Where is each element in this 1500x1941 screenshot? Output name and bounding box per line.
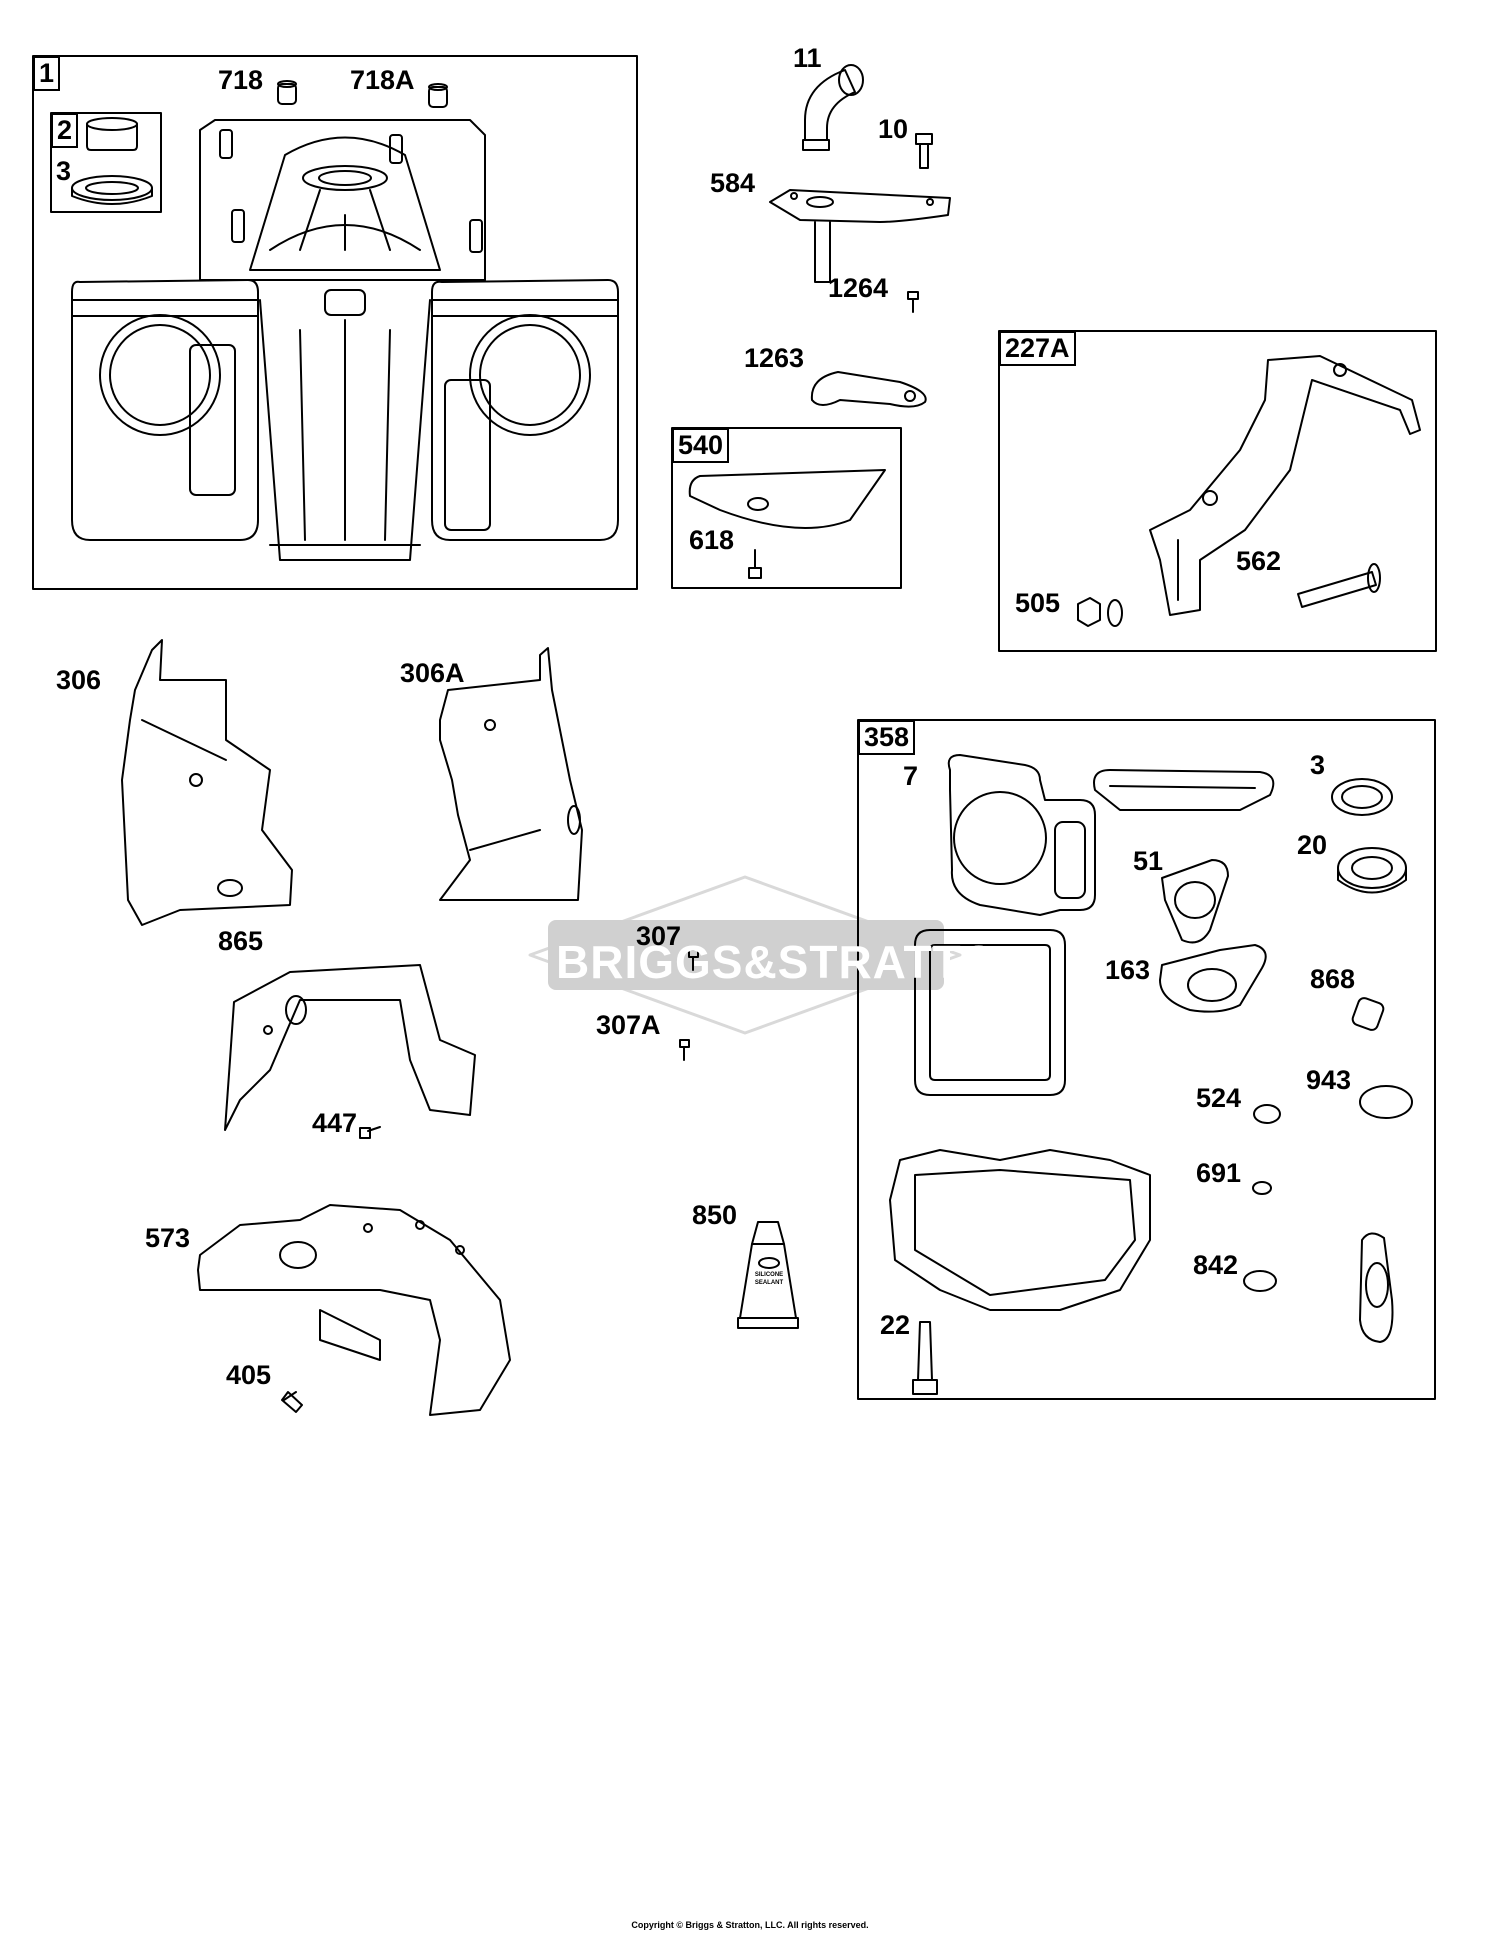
screw-447-drawing	[359, 1126, 381, 1139]
box-2-frame	[50, 112, 162, 213]
part-label-505: 505	[1015, 588, 1061, 618]
crankcase-gasket-drawing	[889, 1149, 1151, 1311]
tube-text-1: SILICONE	[754, 1272, 784, 1278]
bracket-227a-drawing	[1149, 355, 1421, 616]
part-label-618: 618	[689, 525, 735, 555]
seal-3-drawing	[1331, 778, 1393, 816]
part-label-691: 691	[1196, 1158, 1242, 1188]
box-label-227a: 227A	[999, 331, 1076, 366]
part-label-865: 865	[218, 926, 264, 956]
gasket-540-drawing	[688, 469, 886, 529]
breather-plate-drawing	[769, 189, 951, 283]
part-label-306a: 306A	[400, 658, 465, 688]
part-label-306: 306	[56, 665, 102, 695]
part-label-405: 405	[226, 1360, 272, 1390]
shield-306-drawing	[121, 639, 293, 926]
sleeve-718a-drawing	[428, 83, 448, 108]
oring-842-drawing	[1243, 1270, 1277, 1292]
seal-drawing	[71, 175, 153, 205]
shield-865-drawing	[224, 964, 476, 1131]
part-label-3-box358: 3	[1310, 750, 1326, 780]
nut-691-drawing	[1252, 1181, 1272, 1195]
part-label-842: 842	[1193, 1250, 1239, 1280]
part-label-163: 163	[1105, 955, 1151, 985]
part-label-1264: 1264	[828, 273, 889, 303]
oil-pan-gasket-drawing	[914, 929, 1066, 1096]
gasket-51-drawing	[1161, 859, 1229, 944]
box-1-frame	[32, 55, 638, 590]
screw-618-drawing	[748, 549, 762, 579]
part-label-718a: 718A	[350, 65, 415, 95]
box-label-2: 2	[51, 113, 79, 148]
baffle-573-drawing	[197, 1204, 511, 1416]
sleeve-868-drawing	[1351, 997, 1385, 1031]
screw-307-drawing	[688, 949, 699, 971]
intake-gasket-drawing	[1359, 1232, 1394, 1343]
part-label-562: 562	[1236, 546, 1282, 576]
part-label-7: 7	[903, 761, 919, 791]
part-label-10: 10	[878, 114, 909, 144]
screw-307a-drawing	[679, 1039, 690, 1061]
head-gasket-7-drawing	[947, 754, 1096, 916]
copyright-text: Copyright © Briggs & Stratton, LLC. All …	[631, 1920, 869, 1930]
watermark-logo	[528, 875, 962, 1035]
part-label-524: 524	[1196, 1083, 1242, 1113]
part-label-868: 868	[1310, 964, 1356, 994]
crankcase-drawing	[71, 119, 619, 561]
part-label-11: 11	[793, 43, 822, 73]
bolt-22-drawing	[912, 1321, 938, 1395]
sealant-tube-drawing	[737, 1221, 799, 1329]
part-label-307: 307	[636, 921, 682, 951]
box-358-frame	[857, 719, 1436, 1400]
part-label-20: 20	[1297, 830, 1328, 860]
screw-1264-drawing	[907, 291, 919, 313]
box-540-frame	[671, 427, 902, 589]
elbow-tube-drawing	[802, 64, 864, 151]
plate-1263-drawing	[810, 371, 927, 408]
box-label-540: 540	[672, 428, 730, 463]
part-label-718: 718	[218, 65, 264, 95]
box-label-358: 358	[858, 720, 916, 755]
tube-text-2: SEALANT	[754, 1280, 784, 1286]
box-227a-frame	[998, 330, 1437, 652]
part-label-447: 447	[312, 1108, 358, 1138]
bolt-10-drawing	[915, 133, 933, 169]
part-label-850: 850	[692, 1200, 738, 1230]
oring-524-drawing	[1253, 1104, 1281, 1124]
oring-943-drawing	[1359, 1085, 1413, 1119]
part-label-22: 22	[880, 1310, 911, 1340]
part-label-943: 943	[1306, 1065, 1352, 1095]
sleeve-718-drawing	[277, 80, 297, 105]
pin-562-drawing	[1297, 563, 1381, 608]
shield-306a-drawing	[439, 647, 583, 901]
part-label-51: 51	[1133, 846, 1164, 876]
watermark-text: BRIGGS&STRATTON	[556, 936, 1032, 988]
part-label-307a: 307A	[596, 1010, 661, 1040]
part-label-1263: 1263	[744, 343, 805, 373]
gasket-163-drawing	[1159, 944, 1267, 1013]
seal-20-drawing	[1337, 847, 1407, 894]
part-label-584: 584	[710, 168, 756, 198]
valve-cover-gasket-drawing	[1093, 769, 1275, 811]
part-label-573: 573	[145, 1223, 191, 1253]
bushing-drawing	[86, 117, 138, 151]
box-label-1: 1	[33, 56, 61, 91]
nut-505-drawing	[1077, 597, 1123, 627]
part-label-3-box1: 3	[56, 156, 72, 186]
screw-405-drawing	[281, 1391, 303, 1413]
